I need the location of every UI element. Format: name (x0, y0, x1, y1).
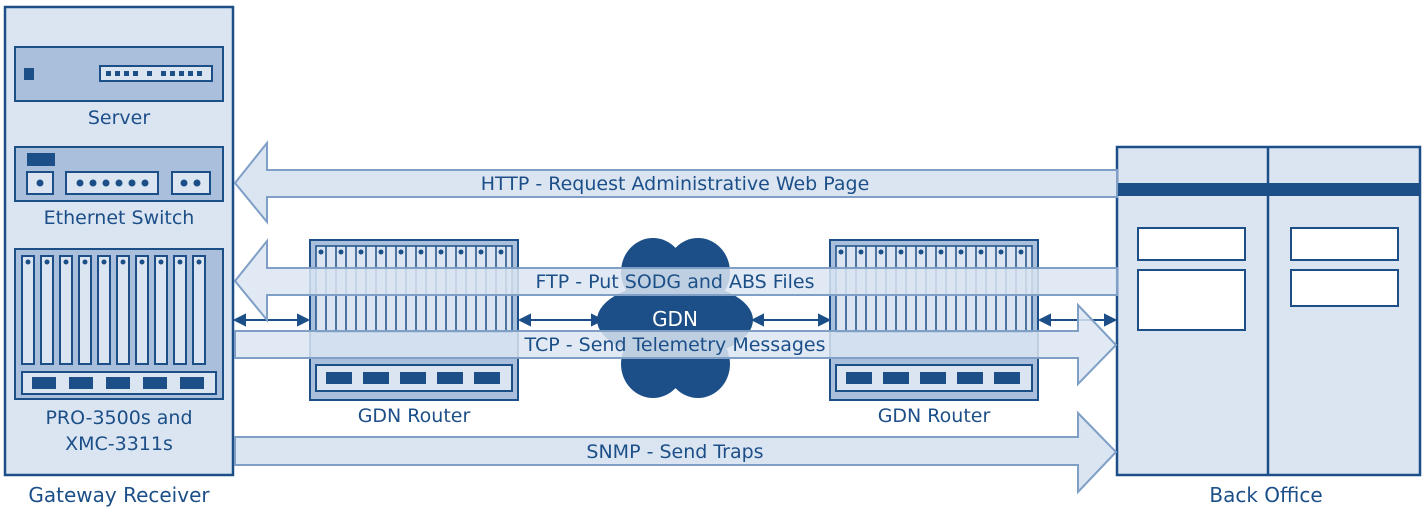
flow-label-ftp: FTP - Put SODG and ABS Files (536, 271, 815, 293)
flow-label-http: HTTP - Request Administrative Web Page (481, 173, 870, 195)
flow-arrow-snmp: SNMP - Send Traps (234, 410, 1118, 495)
ethernet-switch-label: Ethernet Switch (44, 207, 195, 229)
receiver-chassis-icon (14, 248, 224, 400)
flow-arrow-tcp: TCP - Send Telemetry Messages (234, 302, 1118, 387)
flow-arrow-ftp: FTP - Put SODG and ABS Files (233, 238, 1118, 323)
link-arrowhead (1104, 313, 1118, 327)
flow-label-snmp: SNMP - Send Traps (586, 441, 763, 463)
gdn-router-right-label: GDN Router (878, 405, 991, 427)
back-office-drive-bay (1290, 227, 1399, 261)
flow-label-tcp: TCP - Send Telemetry Messages (524, 334, 826, 356)
ethernet-switch-icon (14, 146, 224, 202)
gdn-router-left-icon (309, 239, 519, 401)
back-office-drive-bay (1137, 227, 1246, 261)
receivers-label-line1: PRO-3500s and (45, 407, 192, 429)
link-arrowhead (297, 313, 311, 327)
link-arrowhead (1037, 313, 1051, 327)
server-label: Server (88, 107, 150, 129)
server-icon (14, 46, 224, 102)
gdn-router-left-label: GDN Router (358, 405, 471, 427)
gateway-receiver-title: Gateway Receiver (28, 483, 210, 507)
link-arrowhead (591, 313, 605, 327)
link-arrowhead (232, 313, 246, 327)
link-arrowhead (517, 313, 531, 327)
back-office (1115, 145, 1422, 477)
receivers-label-line2: XMC-3311s (65, 433, 173, 455)
gdn-router-right-icon (829, 239, 1039, 401)
back-office-drive-bay (1137, 269, 1246, 331)
back-office-title: Back Office (1209, 483, 1322, 507)
link-arrowhead (750, 313, 764, 327)
gateway-receiver: Server Ethernet Switch (3, 5, 235, 477)
link-arrowhead (818, 313, 832, 327)
gdn-cloud-label: GDN (652, 307, 698, 331)
back-office-drive-bay (1290, 269, 1399, 307)
flow-arrow-http: HTTP - Request Administrative Web Page (233, 140, 1118, 225)
